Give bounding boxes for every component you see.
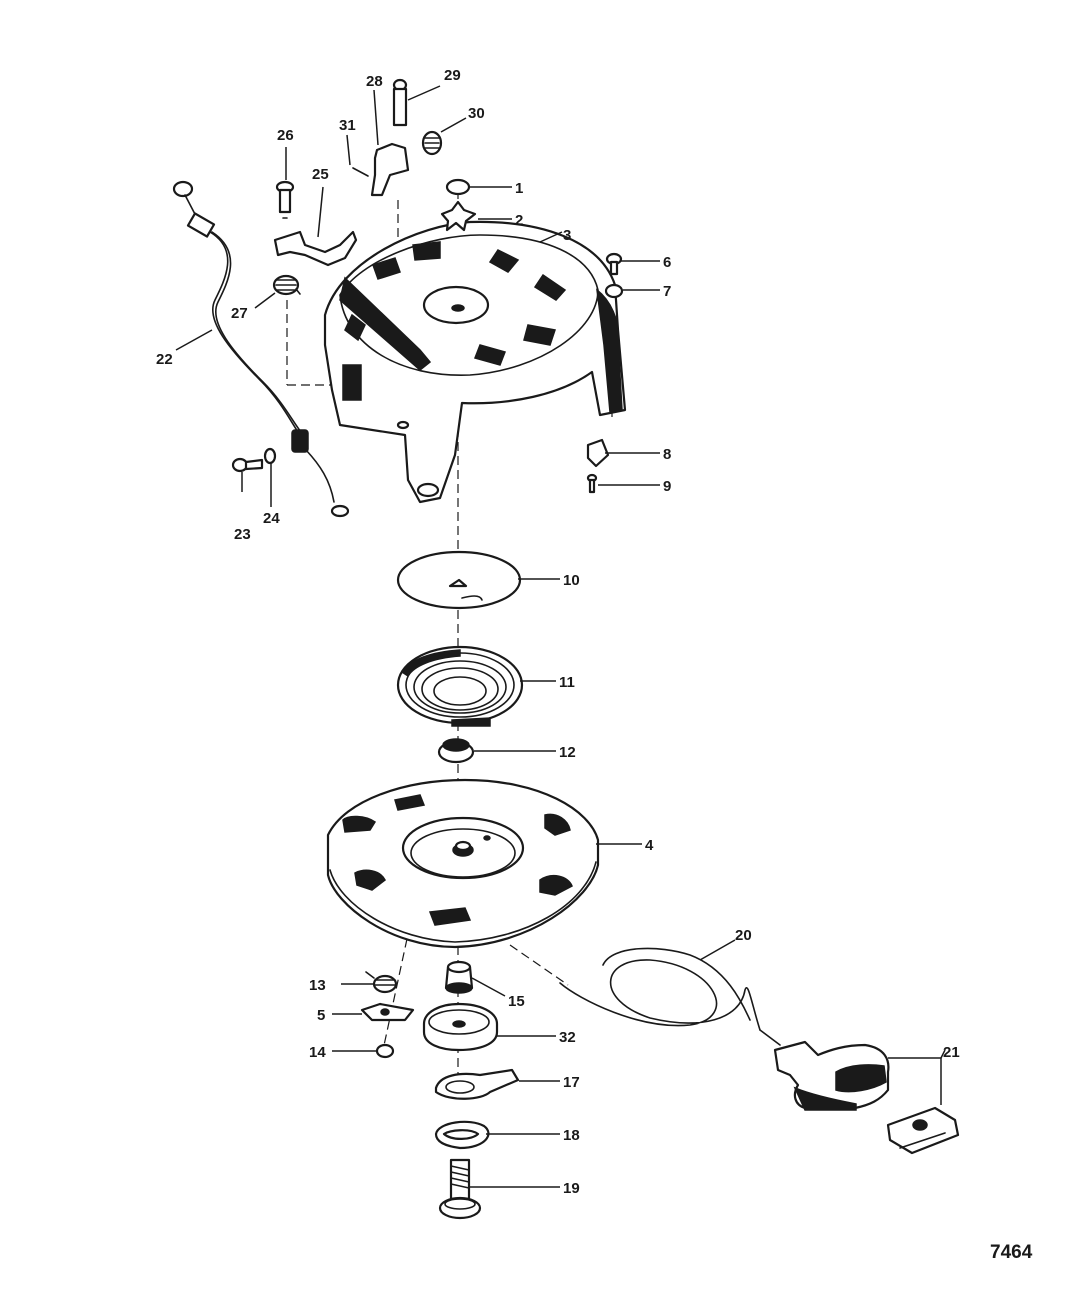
callout-29: 29 (444, 67, 461, 84)
pawl-spring (365, 971, 398, 994)
nut (445, 178, 471, 196)
callout-numbers: 1 2 3 6 7 8 9 10 11 12 4 13 5 14 15 32 1… (156, 67, 960, 1197)
bracket-bolt (275, 180, 295, 219)
clip-screw (586, 473, 598, 494)
cup-washer (422, 1002, 499, 1052)
spring-cover-plate (396, 550, 522, 610)
housing-washer (604, 283, 624, 299)
starter-housing (323, 220, 627, 504)
star-lock-washer (440, 200, 477, 232)
callout-1: 1 (515, 180, 523, 197)
rope-pulley (326, 778, 600, 949)
lever-pin (392, 78, 408, 127)
lockout-bracket (273, 230, 358, 267)
callout-11: 11 (559, 674, 575, 691)
pulley-bolt (438, 1158, 482, 1220)
callout-18: 18 (563, 1127, 580, 1144)
callout-14: 14 (309, 1044, 326, 1061)
callout-26: 26 (277, 127, 294, 144)
callout-6: 6 (663, 254, 671, 271)
bushing (437, 738, 475, 764)
callout-7: 7 (663, 283, 671, 300)
leader-lines (175, 85, 946, 1188)
friction-plate (434, 1068, 520, 1100)
retainer-clip (586, 438, 610, 468)
callout-2: 2 (515, 212, 523, 229)
starter-lockout-lever (370, 142, 410, 197)
callout-17: 17 (563, 1074, 580, 1091)
callout-10: 10 (563, 572, 580, 589)
rewind-spring (396, 645, 524, 727)
callout-25: 25 (312, 166, 329, 183)
pawl-washer (375, 1043, 395, 1059)
callout-15: 15 (508, 993, 525, 1010)
callout-30: 30 (468, 105, 485, 122)
starter-handle (773, 1040, 890, 1111)
figure-number: 7464 (990, 1242, 1033, 1263)
callout-9: 9 (663, 478, 671, 495)
callout-23: 23 (234, 526, 251, 543)
callout-21: 21 (943, 1044, 960, 1061)
lead-screw (231, 457, 264, 473)
callout-19: 19 (563, 1180, 580, 1197)
wave-washer (434, 1120, 490, 1150)
bracket-spring (272, 274, 301, 296)
pawl (360, 1002, 415, 1022)
callout-20: 20 (735, 927, 752, 944)
callout-27: 27 (231, 305, 248, 322)
handle-insert (886, 1106, 960, 1155)
housing-screw (605, 252, 623, 276)
stop-switch-lead (172, 180, 350, 518)
lever-spring (421, 130, 443, 156)
callout-28: 28 (366, 73, 383, 90)
callout-12: 12 (559, 744, 576, 761)
callout-13: 13 (309, 977, 326, 994)
callout-3: 3 (563, 227, 571, 244)
starter-rope (559, 947, 781, 1046)
callout-8: 8 (663, 446, 671, 463)
callout-4: 4 (645, 837, 654, 854)
lead-washer (263, 447, 277, 465)
callout-31: 31 (339, 117, 356, 134)
callout-24: 24 (263, 510, 280, 527)
pulley-bushing (444, 960, 474, 994)
callout-5: 5 (317, 1007, 325, 1024)
callout-32: 32 (559, 1029, 576, 1046)
callout-22: 22 (156, 351, 173, 368)
lever-small-pin (352, 167, 369, 177)
